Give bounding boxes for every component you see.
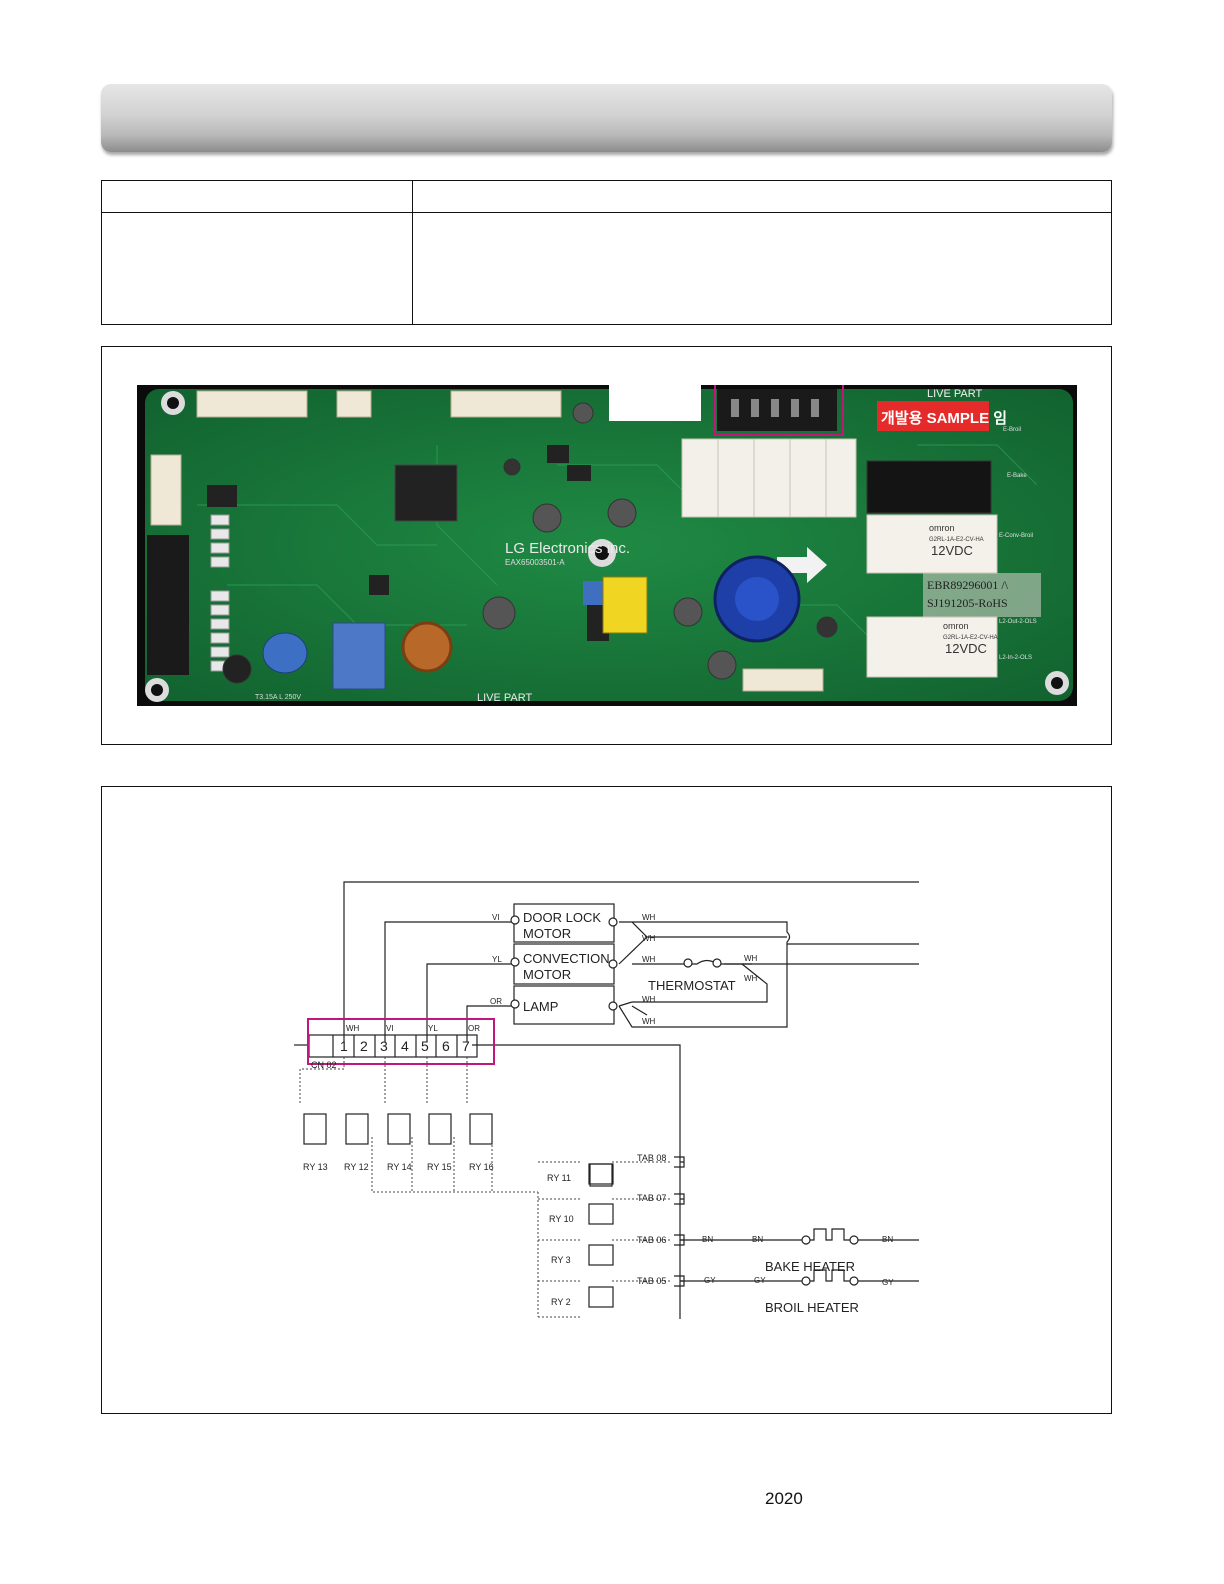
wire-label-wh-4: WH [744, 954, 758, 963]
wire-label-wh-3: WH [642, 955, 656, 964]
pcb-photo-frame: LIVE PART 개발용 SAMPLE 임 LG Electronics in… [101, 346, 1112, 745]
relay-label-ry16: RY 16 [469, 1162, 494, 1172]
wire-label-yl: YL [492, 955, 502, 964]
ebr-code: EBR89296001 /\ [927, 578, 1009, 592]
wire-label-wh-6: WH [642, 995, 656, 1004]
live-part-label: LIVE PART [927, 388, 983, 400]
wire-label-bn-2: BN [752, 1235, 763, 1244]
convection-label-line1: CONVECTION [523, 951, 610, 966]
pin-7: 7 [462, 1038, 470, 1054]
relay-label-ry13: RY 13 [303, 1162, 328, 1172]
wiring-diagram-frame: DOOR LOCK MOTOR CONVECTION MOTOR LAMP TH… [101, 786, 1112, 1414]
pin-label-vi: VI [386, 1024, 394, 1033]
tab-label-06: TAB 06 [637, 1235, 666, 1245]
relay-voltage-2: 12VDC [945, 641, 987, 656]
relay-label-ry10: RY 10 [549, 1214, 574, 1224]
relay-model-1: G2RL-1A-E2-CV-HA [929, 537, 984, 543]
wire-label-bn-3: BN [882, 1235, 893, 1244]
pin-6: 6 [442, 1038, 450, 1054]
wire-label-wh-7: WH [642, 1017, 656, 1026]
table-column-divider [412, 181, 413, 324]
relay-label-ry3: RY 3 [551, 1255, 571, 1265]
table-row-divider [102, 212, 1111, 213]
pin-2: 2 [360, 1038, 368, 1054]
wire-label-bn-1: BN [702, 1235, 713, 1244]
tab-label-07: TAB 07 [637, 1193, 666, 1203]
lamp-label: LAMP [523, 999, 558, 1014]
tab-label-08: TAB 08 [637, 1153, 666, 1163]
pin-label-yl: YL [428, 1024, 438, 1033]
relay-brand-2: omron [943, 621, 969, 631]
pin-label-or: OR [468, 1024, 480, 1033]
pin-4: 4 [401, 1038, 409, 1054]
door-lock-label-line2: MOTOR [523, 926, 571, 941]
pin-label-wh: WH [346, 1024, 360, 1033]
tab-label-05: TAB 05 [637, 1276, 666, 1286]
tab-l2-out-label: L2-Out-2-OLS [999, 619, 1037, 625]
door-lock-label-line1: DOOR LOCK [523, 910, 601, 925]
info-table [101, 180, 1112, 325]
section-header-bar [101, 84, 1112, 152]
sample-sticker-text: 개발용 SAMPLE 임 [881, 409, 1007, 427]
relay-brand-1: omron [929, 523, 955, 533]
live-part-bottom-label: LIVE PART [477, 692, 533, 704]
relay-label-ry2: RY 2 [551, 1297, 571, 1307]
wire-label-gy-3: GY [882, 1278, 894, 1287]
wire-label-gy-2: GY [754, 1276, 766, 1285]
pcb-photo: LIVE PART 개발용 SAMPLE 임 LG Electronics in… [137, 385, 1077, 706]
tab-e-conv-broil-label: E-Conv-Broil [999, 533, 1033, 539]
sj-code: SJ191205-RoHS [927, 596, 1008, 610]
part-number-label: EAX65003501-A [505, 558, 565, 567]
brand-label: LG Electronics inc. [505, 540, 630, 557]
tab-l2-in-label: L2-In-2-OLS [999, 655, 1032, 661]
relay-model-2: G2RL-1A-E2-CV-HA [943, 635, 998, 641]
relay-label-ry14: RY 14 [387, 1162, 412, 1172]
wire-label-or: OR [490, 997, 502, 1006]
convection-label-line2: MOTOR [523, 967, 571, 982]
thermostat-label: THERMOSTAT [648, 978, 736, 993]
fuse-label: T3.15A L 250V [255, 694, 301, 701]
bake-heater-label: BAKE HEATER [765, 1259, 855, 1274]
relay-voltage-1: 12VDC [931, 543, 973, 558]
wire-label-wh-1: WH [642, 913, 656, 922]
pin-3: 3 [380, 1038, 388, 1054]
pin-1: 1 [340, 1038, 348, 1054]
wire-label-vi: VI [492, 913, 500, 922]
relay-label-ry11: RY 11 [547, 1173, 571, 1183]
footer-year: 2020 [765, 1489, 803, 1508]
wire-label-wh-5: WH [744, 974, 758, 983]
relay-label-ry15: RY 15 [427, 1162, 452, 1172]
wire-label-gy-1: GY [704, 1276, 716, 1285]
tab-e-bake-label: E-Bake [1007, 473, 1027, 479]
wire-label-wh-2: WH [642, 934, 656, 943]
tab-e-broil-label: E-Broil [1003, 427, 1021, 433]
broil-heater-label: BROIL HEATER [765, 1300, 859, 1315]
relay-label-ry12: RY 12 [344, 1162, 369, 1172]
connector-name: CN 02 [311, 1060, 337, 1070]
pin-5: 5 [421, 1038, 429, 1054]
wiring-diagram: DOOR LOCK MOTOR CONVECTION MOTOR LAMP TH… [294, 881, 919, 1319]
